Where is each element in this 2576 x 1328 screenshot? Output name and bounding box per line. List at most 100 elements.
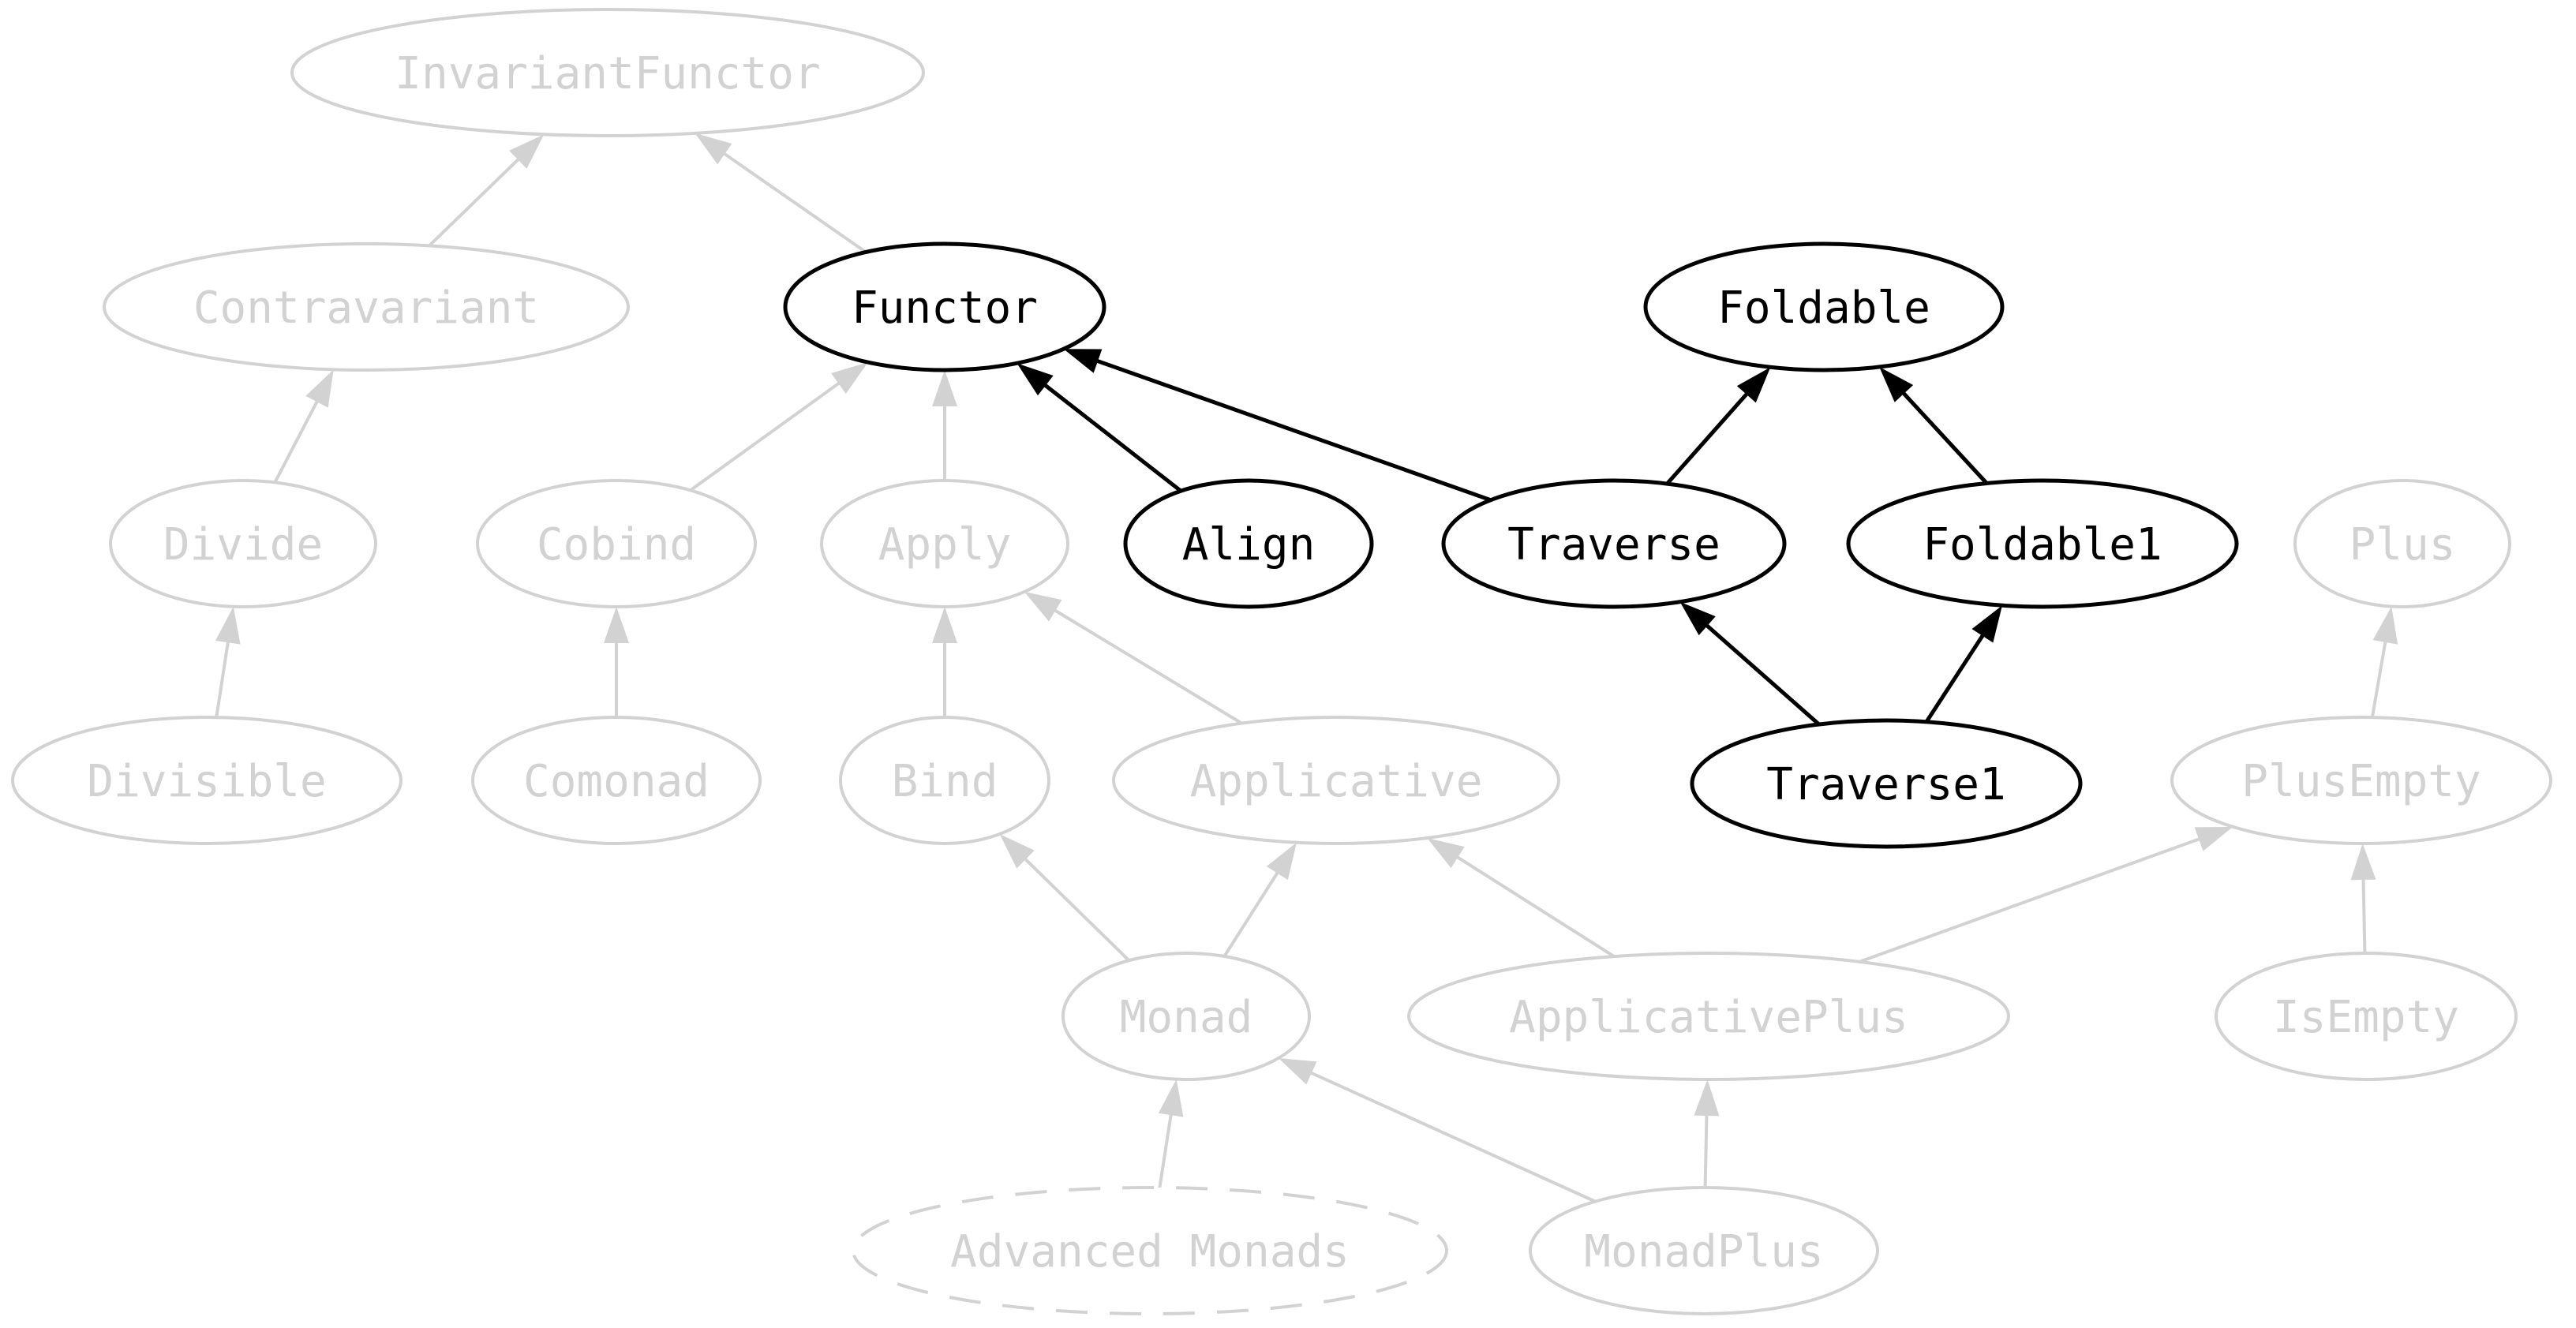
node-label: Divisible [87, 756, 326, 807]
edge-bind-apply [932, 607, 957, 717]
node-label: Contravariant [193, 282, 539, 334]
edge-align-functor [1017, 363, 1182, 493]
edge-applicativeplus-applicative [1427, 838, 1616, 958]
node-bind: Bind [839, 716, 1050, 845]
edge-comonad-cobind [604, 607, 629, 717]
node-ellipse [1441, 478, 1787, 609]
node-ellipse [852, 1186, 1448, 1315]
node-ellipse [1112, 716, 1560, 845]
node-apply: Apply [820, 479, 1069, 608]
node-foldable1: Foldable1 [1846, 478, 2239, 609]
node-label: Advanced Monads [950, 1226, 1350, 1277]
arrowhead-icon [1879, 367, 1914, 402]
edge-contravariant-invariantfunctor [428, 134, 545, 247]
arrowhead-icon [1024, 592, 1062, 622]
node-label: Plus [2349, 519, 2456, 570]
node-label: IsEmpty [2273, 992, 2459, 1043]
node-contravariant: Contravariant [103, 242, 630, 372]
node-label: Divide [163, 519, 323, 570]
edge-traverse-functor [1063, 349, 1492, 503]
edge-cobind-functor [689, 362, 868, 492]
node-label: Applicative [1190, 756, 1483, 807]
node-ellipse [290, 8, 925, 137]
node-ellipse [2170, 716, 2552, 845]
node-monad: Monad [1061, 952, 1311, 1081]
edge-applicative-apply [1024, 592, 1243, 725]
node-label: Apply [878, 519, 1012, 570]
edge-traverse-foldable [1665, 367, 1771, 485]
node-applicative: Applicative [1112, 716, 1560, 845]
node-applicativeplus: ApplicativePlus [1407, 952, 2010, 1081]
node-monadplus: MonadPlus [1529, 1186, 1879, 1315]
node-label: ApplicativePlus [1509, 992, 1908, 1043]
node-cobind: Cobind [476, 479, 757, 608]
edge-divide-contravariant [273, 369, 334, 484]
node-label: Monad [1120, 992, 1253, 1043]
node-ellipse [2293, 479, 2511, 608]
node-label: Cobind [537, 519, 696, 570]
edge-isempty-plusempty [2350, 843, 2376, 954]
node-isempty: IsEmpty [2215, 952, 2518, 1081]
edge-advancedmonads-monad [1158, 1079, 1184, 1188]
arrowhead-icon [831, 362, 868, 395]
node-align: Align [1123, 478, 1374, 609]
node-label: PlusEmpty [2241, 756, 2481, 807]
node-ellipse [839, 716, 1050, 845]
node-plusempty: PlusEmpty [2170, 716, 2552, 845]
arrowhead-icon [695, 133, 732, 165]
node-ellipse [1643, 241, 2005, 372]
node-label: Traverse [1507, 519, 1720, 570]
node-label: Traverse1 [1766, 759, 2005, 810]
node-foldable: Foldable [1643, 241, 2005, 372]
arrowhead-icon [1736, 367, 1771, 403]
arrowhead-icon [2194, 826, 2233, 851]
arrowhead-icon [2372, 606, 2398, 645]
arrowhead-icon [932, 370, 957, 406]
arrowhead-icon [509, 134, 545, 169]
arrowhead-icon [999, 833, 1035, 869]
arrowhead-icon [215, 606, 241, 645]
arrowhead-icon [1266, 842, 1297, 881]
node-label: Foldable [1717, 282, 1930, 334]
arrowhead-icon [1158, 1079, 1184, 1117]
arrowhead-icon [604, 607, 629, 643]
node-comonad: Comonad [471, 716, 762, 845]
arrowhead-icon [2350, 843, 2376, 881]
edge-traverse1-traverse [1679, 601, 1821, 726]
node-ellipse [11, 716, 402, 845]
node-divisible: Divisible [11, 716, 402, 845]
arrowhead-icon [1694, 1079, 1720, 1117]
node-traverse1: Traverse1 [1690, 718, 2083, 849]
arrowhead-icon [1679, 601, 1716, 636]
node-functor: Functor [783, 241, 1106, 372]
node-invariantfunctor: InvariantFunctor [290, 8, 925, 137]
node-advancedmonads: Advanced Monads [852, 1186, 1448, 1315]
node-ellipse [783, 241, 1106, 372]
node-label: Foldable1 [1923, 519, 2162, 570]
node-divide: Divide [109, 479, 377, 608]
node-ellipse [1529, 1186, 1879, 1315]
node-ellipse [2215, 952, 2518, 1081]
arrowhead-icon [932, 607, 957, 643]
edge-traverse1-foldable1 [1924, 605, 2003, 724]
edge-apply-functor [932, 370, 957, 481]
node-traverse: Traverse [1441, 478, 1787, 609]
edge-divisible-divide [215, 606, 241, 718]
node-ellipse [1123, 478, 1374, 609]
edge-monad-bind [999, 833, 1130, 962]
node-plus: Plus [2293, 479, 2511, 608]
node-ellipse [1061, 952, 1311, 1081]
node-label: Bind [892, 756, 998, 807]
edge-monad-applicative [1222, 842, 1297, 958]
arrowhead-icon [1278, 1057, 1317, 1085]
node-ellipse [476, 479, 757, 608]
node-label: Align [1182, 519, 1316, 570]
edge-functor-invariantfunctor [695, 133, 867, 254]
edge-plusempty-plus [2370, 606, 2398, 718]
node-label: MonadPlus [1584, 1226, 1823, 1277]
arrowhead-icon [1063, 349, 1103, 373]
node-ellipse [1407, 952, 2010, 1081]
edge-monadplus-applicativeplus [1694, 1079, 1720, 1188]
